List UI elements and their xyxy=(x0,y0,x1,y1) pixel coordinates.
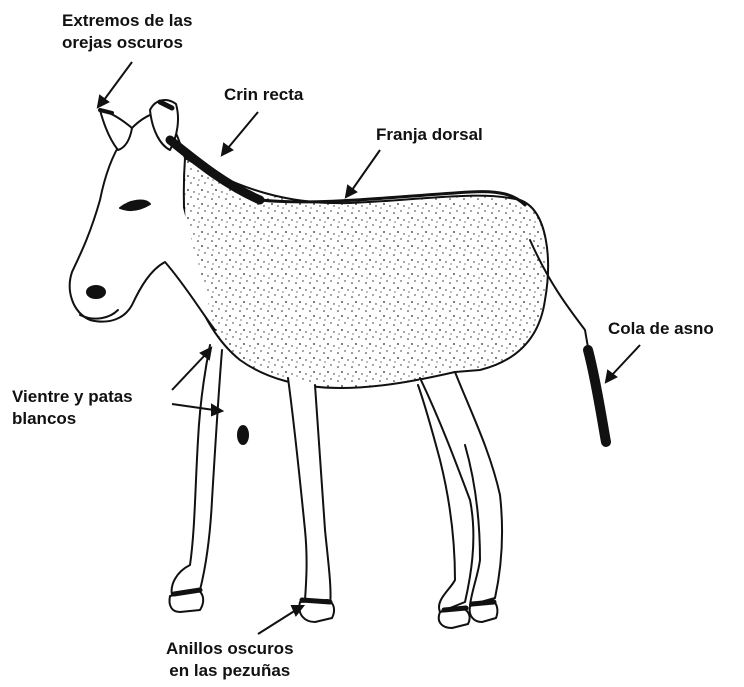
label-dark-ear-tips-line2: orejas oscuros xyxy=(62,32,192,54)
label-dorsal-stripe-text: Franja dorsal xyxy=(376,124,483,146)
donkey-nostril xyxy=(87,286,105,298)
label-dark-ear-tips-line1: Extremos de las xyxy=(62,10,192,32)
label-dark-hoof-rings-line2: en las pezuñas xyxy=(166,660,294,682)
label-dark-ear-tips: Extremos de las orejas oscuros xyxy=(62,10,192,54)
label-donkey-tail: Cola de asno xyxy=(608,318,714,340)
label-dark-hoof-rings-line1: Anillos oscuros xyxy=(166,638,294,660)
label-straight-mane-text: Crin recta xyxy=(224,84,303,106)
donkey-ear-left xyxy=(100,110,132,150)
arrow-belly xyxy=(172,355,205,390)
arrow-mane xyxy=(228,112,258,148)
arrow-dorsal xyxy=(352,150,380,190)
label-dark-hoof-rings: Anillos oscuros en las pezuñas xyxy=(166,638,294,682)
donkey-leg-front-right xyxy=(288,378,331,605)
label-white-belly-legs: Vientre y patas blancos xyxy=(12,386,133,430)
label-dorsal-stripe: Franja dorsal xyxy=(376,124,483,146)
label-white-belly-legs-line1: Vientre y patas xyxy=(12,386,133,408)
arrow-hooves xyxy=(258,610,296,634)
label-white-belly-legs-line2: blancos xyxy=(12,408,133,430)
label-donkey-tail-text: Cola de asno xyxy=(608,318,714,340)
label-straight-mane: Crin recta xyxy=(224,84,303,106)
arrow-ears xyxy=(104,62,132,100)
arrow-tail xyxy=(612,345,640,375)
